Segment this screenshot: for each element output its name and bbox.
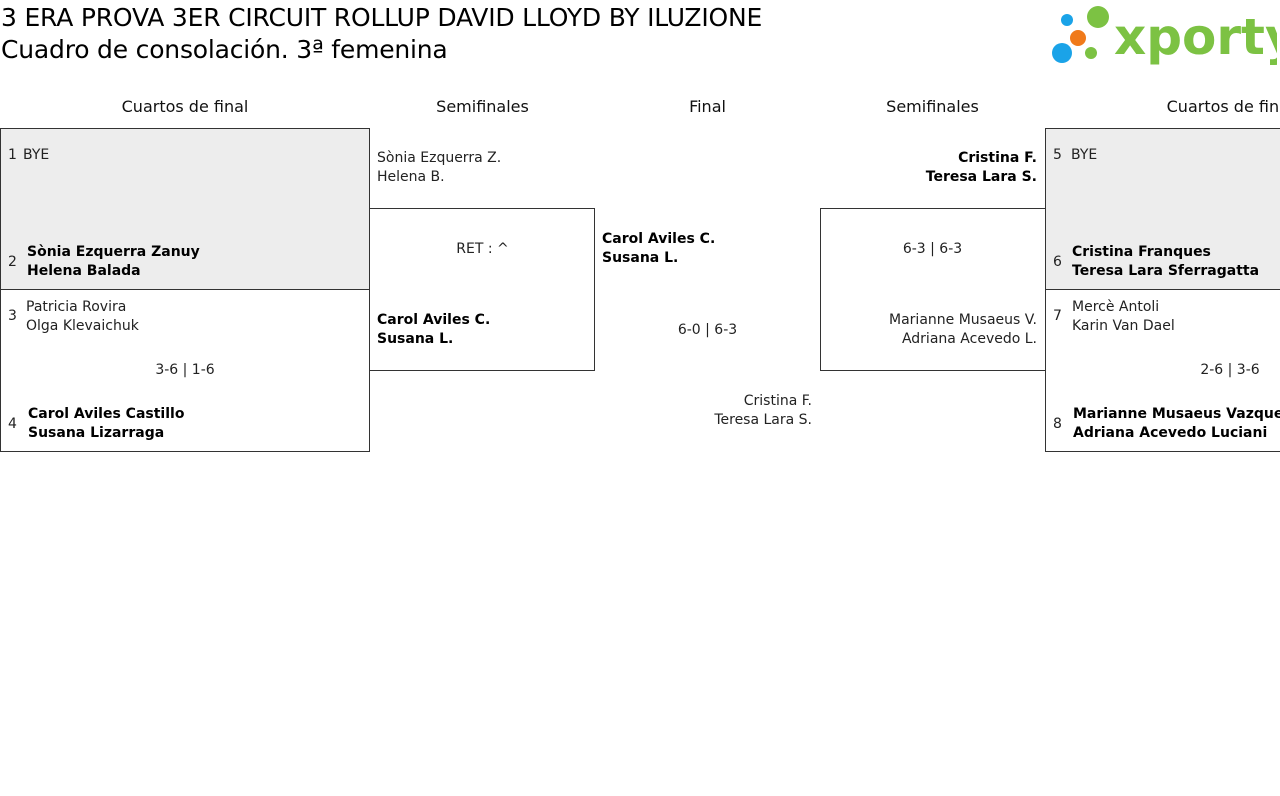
semi-left-team-b-player-1: Carol Aviles C. <box>377 312 491 328</box>
final-score: 6-0 | 6-3 <box>677 322 738 338</box>
col-header-semis-right: Semifinales <box>886 97 979 116</box>
team-a-player-1: Patricia Rovira <box>26 299 127 315</box>
semi-right-team-b-player-2: Adriana Acevedo L. <box>901 331 1037 347</box>
seed-number: 8 <box>1053 416 1062 432</box>
final-team-a-player-1: Carol Aviles C. <box>602 231 716 247</box>
final-team-a-player-2: Susana L. <box>602 250 679 266</box>
match-box-quarter-4[interactable] <box>1045 289 1280 452</box>
team-a-player-1: BYE <box>1071 147 1098 163</box>
team-a-player-1: Mercè Antoli <box>1072 299 1160 315</box>
col-header-final: Final <box>689 97 726 116</box>
match-box-quarter-2[interactable] <box>0 289 370 452</box>
seed-number: 3 <box>8 308 17 324</box>
draw-subtitle: Cuadro de consolación. 3ª femenina <box>1 35 448 64</box>
final-team-b-player-2: Teresa Lara S. <box>714 412 812 428</box>
team-a-player-1: BYE <box>23 147 50 163</box>
semi-right-team-b-player-1: Marianne Musaeus V. <box>889 312 1037 328</box>
team-b-player-2: Helena Balada <box>27 263 141 279</box>
team-b-player-1: Cristina Franques <box>1072 244 1211 260</box>
seed-number: 7 <box>1053 308 1062 324</box>
semi-right-team-a-player-2: Teresa Lara S. <box>925 169 1037 185</box>
col-header-semis-left: Semifinales <box>436 97 529 116</box>
seed-number: 5 <box>1053 147 1062 163</box>
team-b-player-1: Marianne Musaeus Vazquez <box>1073 406 1280 422</box>
seed-number: 1 <box>8 147 17 163</box>
col-header-quarters-left: Cuartos de final <box>121 97 249 116</box>
semi-left-team-a-player-2: Helena B. <box>377 169 445 185</box>
team-b-player-1: Carol Aviles Castillo <box>28 406 185 422</box>
team-a-player-2: Karin Van Dael <box>1072 318 1175 334</box>
semi-left-team-a-player-1: Sònia Ezquerra Z. <box>377 150 502 166</box>
logo-text: xporty <box>1114 8 1277 66</box>
final-team-b-player-1: Cristina F. <box>743 393 812 409</box>
xporty-logo[interactable]: xporty <box>1052 4 1280 66</box>
match-box-semi-left[interactable] <box>369 208 595 371</box>
match-box-semi-right[interactable] <box>820 208 1046 371</box>
match-score: RET : ^ <box>456 241 509 257</box>
match-score: 2-6 | 3-6 <box>1200 362 1260 378</box>
team-a-player-2: Olga Klevaichuk <box>26 318 139 334</box>
match-score: 6-3 | 6-3 <box>902 241 963 257</box>
team-b-player-2: Susana Lizarraga <box>28 425 165 441</box>
seed-number: 6 <box>1053 254 1062 270</box>
tournament-title: 3 ERA PROVA 3ER CIRCUIT ROLLUP DAVID LLO… <box>1 3 763 32</box>
team-b-player-2: Teresa Lara Sferragatta <box>1072 263 1260 279</box>
semi-left-team-b-player-2: Susana L. <box>377 331 454 347</box>
match-score: 3-6 | 1-6 <box>155 362 215 378</box>
team-b-player-2: Adriana Acevedo Luciani <box>1073 425 1268 441</box>
match-box-quarter-3[interactable] <box>1045 128 1280 290</box>
xporty-logo-icon: xporty <box>1052 6 1280 66</box>
seed-number: 2 <box>8 254 17 270</box>
team-b-player-1: Sònia Ezquerra Zanuy <box>27 244 200 260</box>
col-header-quarters-right: Cuartos de final <box>1166 97 1280 116</box>
semi-right-team-a-player-1: Cristina F. <box>958 150 1037 166</box>
seed-number: 4 <box>8 416 17 432</box>
match-box-quarter-1[interactable] <box>0 128 370 290</box>
